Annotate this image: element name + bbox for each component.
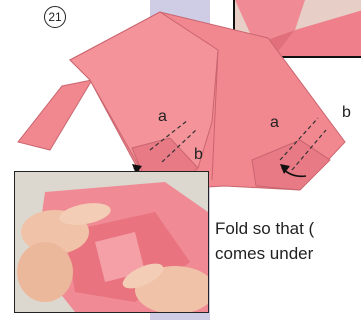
label-b-left: b xyxy=(194,146,203,164)
label-b-right: b xyxy=(342,104,351,122)
label-a-left: a xyxy=(158,108,167,126)
caption-line-1: Fold so that ( xyxy=(215,216,361,241)
fold-diagram xyxy=(0,0,361,200)
hands-folding-illustration xyxy=(15,172,208,312)
caption-line-2: comes under xyxy=(215,241,361,266)
instruction-caption: Fold so that ( comes under xyxy=(215,216,361,266)
label-a-right: a xyxy=(270,114,279,132)
hands-folding-photo xyxy=(14,171,209,313)
elephant-trunk xyxy=(18,80,92,150)
